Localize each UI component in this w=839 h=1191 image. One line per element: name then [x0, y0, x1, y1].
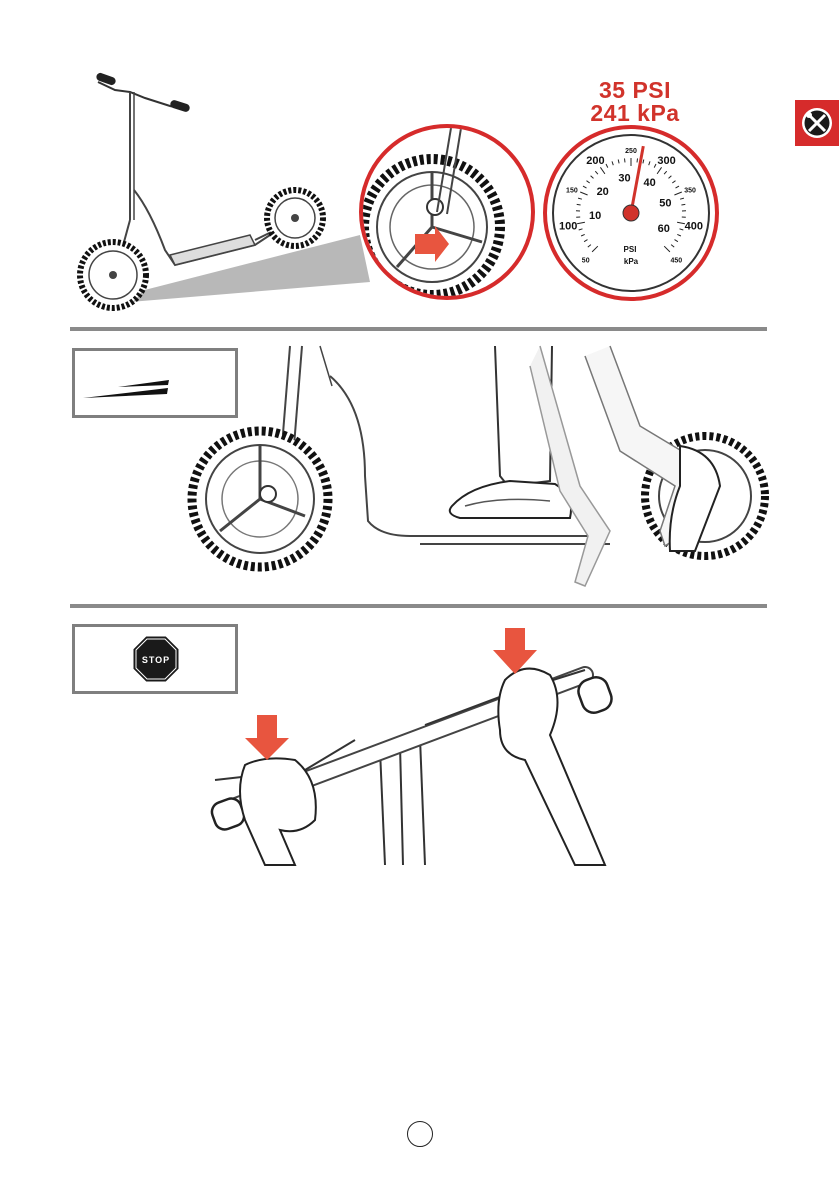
gauge-outer-label: 200 — [586, 155, 604, 167]
gauge-inner-label: 10 — [589, 210, 601, 222]
section-divider — [70, 327, 767, 331]
stop-sign-icon: STOP — [131, 634, 181, 684]
gauge-outer-label: 50 — [582, 257, 590, 264]
press-arrow-right-icon — [493, 628, 537, 674]
stop-sign-text: STOP — [142, 655, 170, 665]
gauge-outer-label: 150 — [566, 188, 578, 195]
gauge-needle-hub — [623, 205, 639, 221]
gauge-psi-label: 35 PSI — [585, 78, 685, 102]
gauge-kpa-label: 241 kPa — [585, 101, 685, 125]
braking-hands-illustration — [205, 620, 625, 870]
kick-scooter-riding-illustration — [190, 346, 770, 596]
gauge-inner-label: 60 — [658, 223, 670, 235]
gauge-tick — [681, 204, 685, 205]
gauge-inner-label: 50 — [659, 197, 671, 209]
gauge-inner-label: 20 — [597, 186, 609, 198]
wrench-screwdriver-icon — [795, 100, 839, 146]
gauge-outer-label: 350 — [684, 188, 696, 195]
gauge-outer-label: 400 — [685, 221, 703, 233]
gauge-tick — [625, 158, 626, 162]
gauge-tick — [577, 204, 581, 205]
page-number-marker — [407, 1121, 433, 1147]
gauge-unit-psi: PSI — [624, 245, 637, 254]
tools-section-tab — [795, 100, 839, 146]
press-arrow-left-icon — [245, 715, 289, 760]
gauge-inner-label: 30 — [618, 173, 630, 185]
gauge-outer-label: 250 — [625, 148, 637, 155]
gauge-outer-label: 450 — [670, 257, 682, 264]
section-divider — [70, 604, 767, 608]
gauge-unit-kpa: kPa — [624, 257, 639, 266]
speed-lines-icon — [83, 376, 183, 406]
gauge-outer-label: 100 — [559, 221, 577, 233]
gauge-tick — [637, 158, 638, 162]
gauge-outer-label: 300 — [657, 155, 675, 167]
valve-zoom-illustration — [357, 122, 537, 302]
gauge-inner-label: 40 — [643, 177, 655, 189]
